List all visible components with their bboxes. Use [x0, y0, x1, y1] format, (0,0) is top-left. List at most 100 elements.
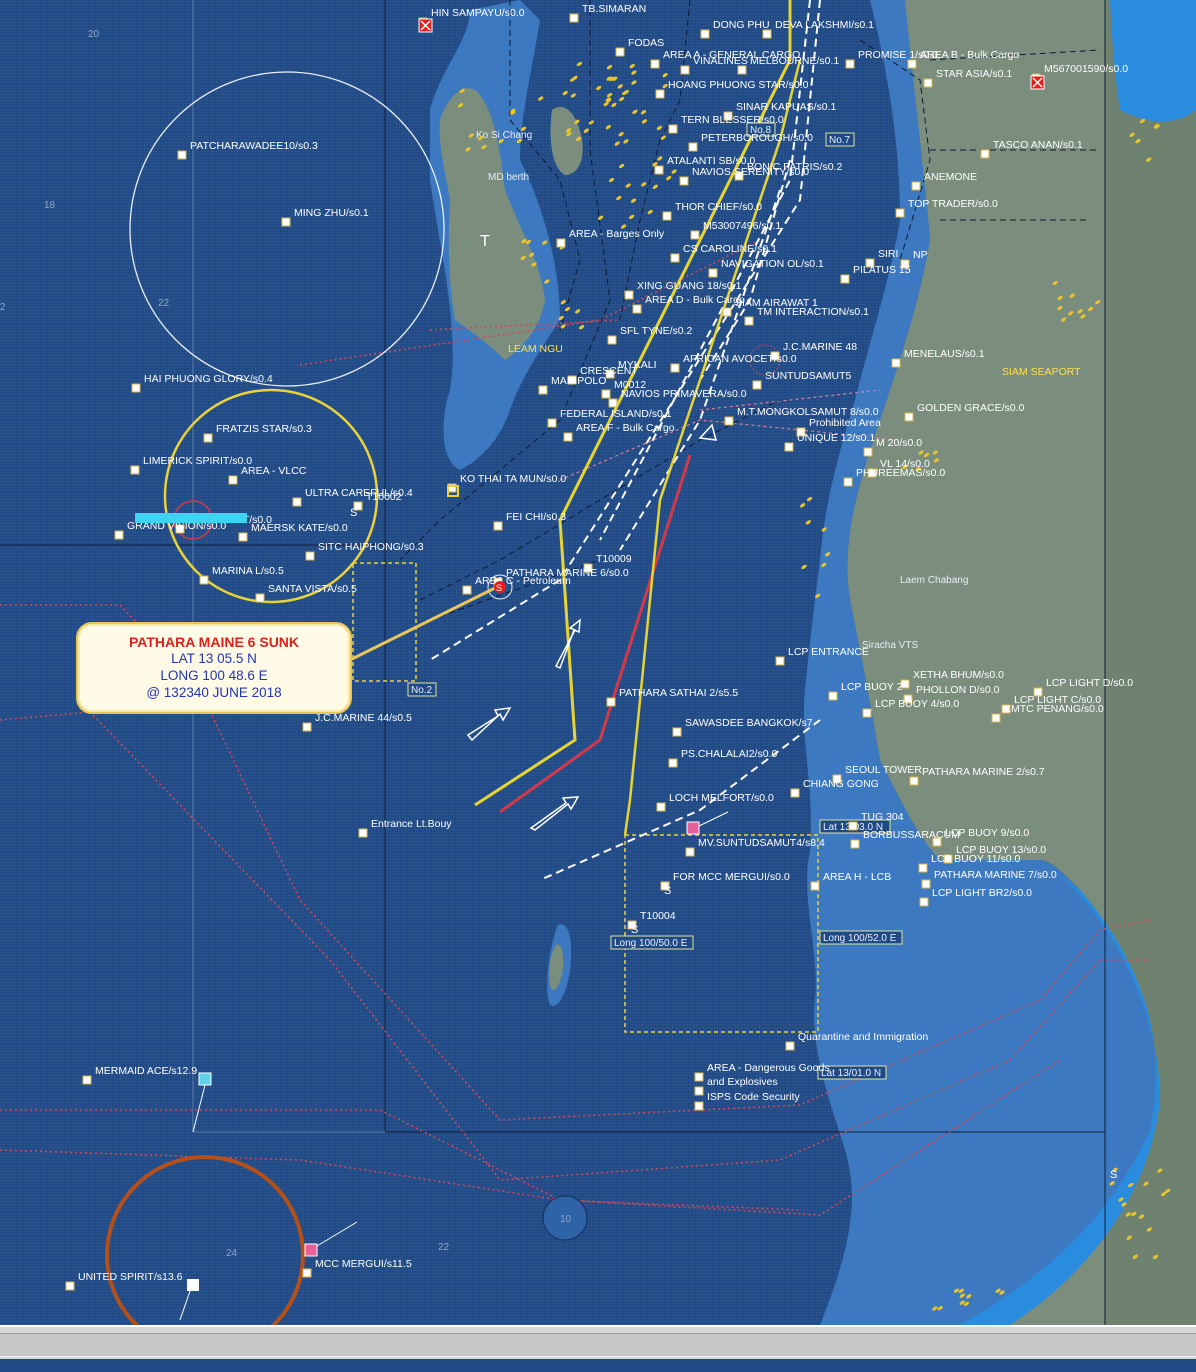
vessel-label[interactable]: DONG PHU	[713, 19, 770, 31]
vessel-icon[interactable]	[670, 363, 680, 373]
vessel-icon[interactable]	[608, 398, 618, 408]
vessel-label[interactable]: NP	[913, 249, 928, 261]
vessel-icon[interactable]	[1001, 704, 1011, 714]
vessel-icon[interactable]	[654, 165, 664, 175]
vessel-icon[interactable]	[607, 335, 617, 345]
vessel-label[interactable]: PATHARA MARINE 7/s0.0	[934, 869, 1057, 881]
vessel-icon[interactable]	[130, 465, 140, 475]
vessel-icon[interactable]	[556, 238, 566, 248]
vessel-label[interactable]: PATHARA MARINE 2/s0.7	[922, 766, 1045, 778]
vessel-icon[interactable]	[845, 59, 855, 69]
vessel-icon[interactable]	[82, 1075, 92, 1085]
wreck-symbol[interactable]: S	[494, 581, 506, 593]
vessel-icon[interactable]	[547, 418, 557, 428]
vessel-label[interactable]: LOCH MELFORT/s0.0	[669, 792, 774, 804]
vessel-label[interactable]: AFRICAN AVOCET/s0.0	[683, 353, 797, 365]
vessel-label[interactable]: MV.SUNTUDSAMUT4/s8.4	[698, 837, 825, 849]
vessel-label[interactable]: CHIANG GONG	[803, 778, 879, 790]
vessel-label[interactable]: AREA D - Bulk Cargo	[645, 294, 745, 306]
united-spirit-icon[interactable]	[187, 1279, 199, 1291]
vessel-icon[interactable]	[840, 274, 850, 284]
vessel-icon[interactable]	[680, 65, 690, 75]
vessel-icon[interactable]	[694, 1086, 704, 1096]
pink-vessel-icon[interactable]	[686, 821, 700, 835]
vessel-label[interactable]: ATALANTI SB/s0.0	[667, 155, 755, 167]
vessel-icon[interactable]	[688, 142, 698, 152]
vessel-icon[interactable]	[353, 501, 363, 511]
vessel-label[interactable]: AREA F - Bulk Cargo	[576, 422, 675, 434]
vessel-icon[interactable]	[734, 171, 744, 181]
vessel-icon[interactable]	[865, 258, 875, 268]
vessel-label[interactable]: AREA H - LCB	[823, 871, 891, 883]
vessel-icon[interactable]	[895, 208, 905, 218]
vessel-icon[interactable]	[601, 389, 611, 399]
vessel-icon[interactable]	[656, 802, 666, 812]
vessel-icon[interactable]	[723, 111, 733, 121]
vessel-label[interactable]: LIMERICK SPIRIT/s0.0	[143, 455, 252, 467]
vessel-label[interactable]: DEVA LAKSHMI/s0.1	[775, 19, 874, 31]
vessel-label[interactable]: MARINA L/s0.5	[212, 565, 284, 577]
vessel-label[interactable]: LCP LIGHT C/s0.0	[1014, 694, 1101, 706]
vessel-label[interactable]: SUNTUDSAMUT5	[765, 370, 851, 382]
vessel-label[interactable]: MAERSK KATE/s0.0	[251, 522, 348, 534]
vessel-icon[interactable]	[903, 694, 913, 704]
vessel-label[interactable]: XETHA BHUM/s0.0	[913, 669, 1004, 681]
vessel-icon[interactable]	[281, 217, 291, 227]
vessel-icon[interactable]	[177, 150, 187, 160]
vessel-icon[interactable]	[605, 369, 615, 379]
vessel-label[interactable]: HAI PHUONG GLORY/s0.4	[144, 373, 273, 385]
vessel-label[interactable]: J.C.MARINE 44/s0.5	[315, 712, 412, 724]
vessel-icon[interactable]	[867, 468, 877, 478]
vessel-icon[interactable]	[690, 230, 700, 240]
vessel-label[interactable]: M.T.MONGKOLSAMUT 8/s0.0	[737, 406, 879, 418]
vessel-icon[interactable]	[923, 78, 933, 88]
vessel-icon[interactable]	[775, 656, 785, 666]
vessel-label[interactable]: TM INTERACTION/s0.1	[757, 306, 869, 318]
vessel-label[interactable]: MCC MERGUI/s11.5	[315, 1258, 412, 1270]
vessel-icon[interactable]	[784, 442, 794, 452]
chart-canvas[interactable]: 20 18 22 2 24 22 10 No.7 No.8 No.2 Lat 1…	[0, 0, 1196, 1325]
vessel-label[interactable]: PETERBOROUGH/s0.0	[701, 132, 813, 144]
vessel-label[interactable]: CRESCENT	[580, 365, 638, 377]
vessel-icon[interactable]	[810, 881, 820, 891]
vessel-label[interactable]: PS.CHALALAI2/s0.0	[681, 748, 777, 760]
mermaid-ace-icon[interactable]	[198, 1072, 212, 1086]
vessel-label[interactable]: T10009	[596, 553, 632, 565]
vessel-label[interactable]: SEOUL TOWER	[845, 764, 922, 776]
vessel-label[interactable]: CS CAROLINE/s0.1	[683, 243, 777, 255]
vessel-label[interactable]: MENELAUS/s0.1	[904, 348, 985, 360]
vessel-icon[interactable]	[932, 837, 942, 847]
vessel-label[interactable]: AREA C - Petroleum	[475, 575, 571, 587]
vessel-label[interactable]: ANEMONE	[924, 171, 977, 183]
vessel-icon[interactable]	[563, 432, 573, 442]
vessel-label[interactable]: SITC HAIPHONG/s0.3	[318, 541, 424, 553]
vessel-icon[interactable]	[292, 497, 302, 507]
vessel-icon[interactable]	[848, 821, 858, 831]
vessel-label[interactable]: T10004	[640, 910, 676, 922]
vessel-icon[interactable]	[752, 380, 762, 390]
vessel-label[interactable]: SIAM AIRAWAT 1	[735, 297, 818, 309]
vessel-icon[interactable]	[770, 351, 780, 361]
vessel-label[interactable]: PROMISE 1/s0.0	[858, 49, 938, 61]
vessel-icon[interactable]	[569, 13, 579, 23]
vessel-label[interactable]: SANTA VISTA/s0.5	[268, 583, 357, 595]
nautical-chart[interactable]: 20 18 22 2 24 22 10 No.7 No.8 No.2 Lat 1…	[0, 0, 1196, 1325]
vessel-icon[interactable]	[606, 697, 616, 707]
mcc-mergui-icon[interactable]	[304, 1243, 318, 1257]
vessel-label[interactable]: Prohibited Area	[809, 417, 881, 429]
vessel-label[interactable]: MELBOURNE/s0.1	[750, 55, 839, 67]
vessel-label[interactable]: VL 14/s0.0	[880, 458, 930, 470]
vessel-icon[interactable]	[632, 304, 642, 314]
vessel-label[interactable]: THOR CHIEF/s0.0	[675, 201, 762, 213]
vessel-label[interactable]: KO THAI TA MUN/s0.0	[460, 473, 566, 485]
vessel-icon[interactable]	[700, 29, 710, 39]
vessel-icon[interactable]	[493, 521, 503, 531]
vessel-label[interactable]: SAWASDEE BANGKOK/s7	[685, 717, 813, 729]
highlighted-vessel-bar[interactable]	[135, 513, 247, 523]
beacon-marker[interactable]	[447, 485, 459, 497]
vessel-label[interactable]: SFL TYNE/s0.2	[620, 325, 693, 337]
vessel-icon[interactable]	[904, 412, 914, 422]
vessel-label[interactable]: M 20/s0.0	[876, 437, 922, 449]
vessel-label[interactable]: MYKALI	[618, 359, 657, 371]
